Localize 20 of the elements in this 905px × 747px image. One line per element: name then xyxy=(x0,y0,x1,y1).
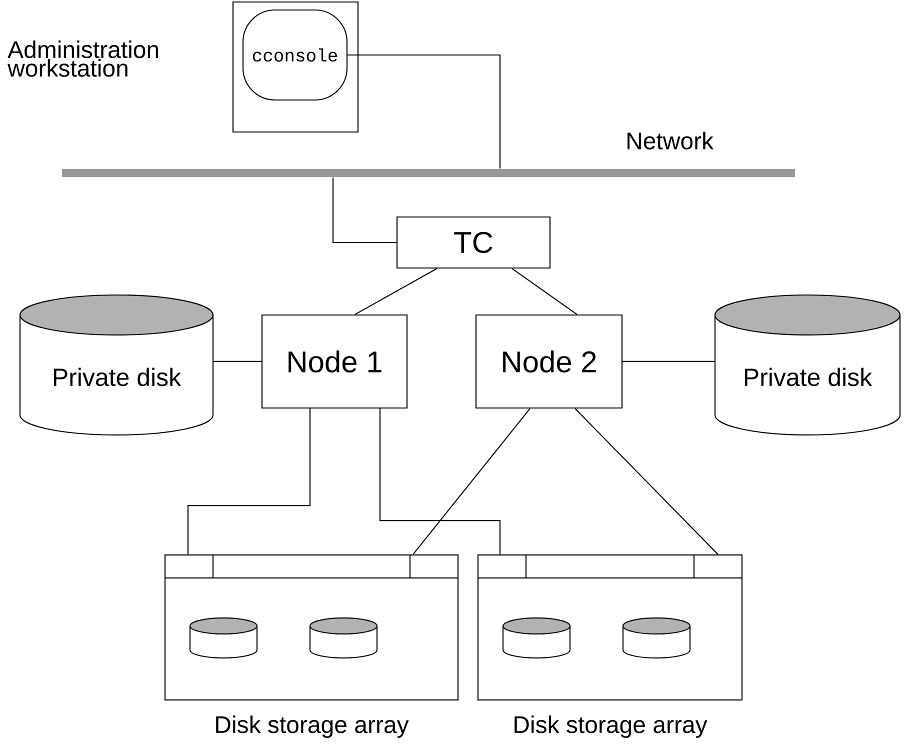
connector-line xyxy=(214,360,262,362)
process-box: Node 1 xyxy=(261,314,408,409)
disk-cylinder: Private disk xyxy=(714,294,901,436)
process-box: TC xyxy=(396,216,551,269)
node-label: Disk storage array xyxy=(514,716,708,738)
process-box: Node 2 xyxy=(475,314,623,409)
connector-line xyxy=(412,408,530,555)
connector-line xyxy=(379,408,501,554)
console-box: cconsole xyxy=(242,9,348,101)
connector-line xyxy=(622,360,714,362)
node-label: Disk storage array xyxy=(216,716,409,738)
connector-line xyxy=(187,408,311,554)
node-label: Administration workstation xyxy=(8,40,158,77)
node-label: Network xyxy=(628,132,714,150)
disk-cylinder: Private disk xyxy=(19,294,214,436)
connector-line xyxy=(574,408,718,555)
connector-line xyxy=(332,178,396,244)
connector-line xyxy=(348,54,501,168)
connector-line xyxy=(512,268,578,315)
connector-line xyxy=(354,268,438,315)
